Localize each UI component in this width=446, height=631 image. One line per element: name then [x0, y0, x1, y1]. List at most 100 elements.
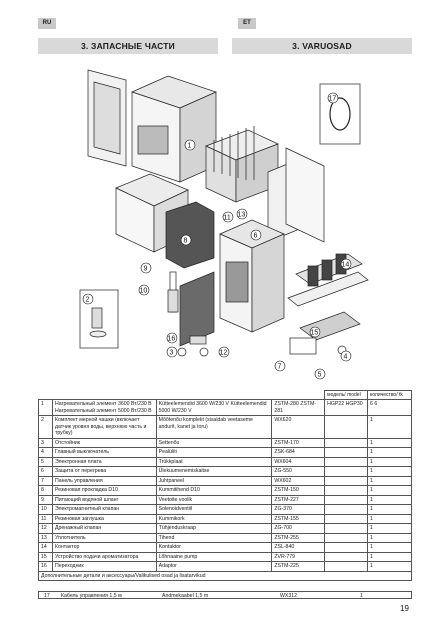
accessory-row: 17 Кабель управления 1,5 м Andmekaabel 1… [38, 591, 412, 599]
callout-7: 7 [278, 364, 282, 371]
front-panel-drawing [179, 271, 215, 347]
part-code: ZG-370 [271, 504, 326, 515]
accessory-name-et: Andmekaabel 1,5 m [162, 593, 209, 599]
callout-14: 14 [342, 262, 350, 269]
callout-17: 17 [329, 96, 337, 103]
model [324, 437, 369, 449]
header-quantity: количество/ tk [367, 389, 412, 400]
row-no: 3 [38, 437, 53, 449]
part-code: ZSTM-155 [271, 513, 326, 525]
row-no: 13 [38, 532, 53, 544]
part-code: ZG-550 [271, 466, 326, 477]
part-name-et: Trükkplaat [155, 456, 273, 468]
model [324, 485, 369, 496]
part-name-ru: Панель управления [51, 475, 157, 487]
part-code: WX620 [271, 415, 326, 439]
callout-5: 5 [318, 372, 322, 379]
quantity: 1 [367, 494, 412, 506]
part-name-ru: Главный выключатель [51, 447, 157, 458]
row-no: 9 [38, 494, 53, 506]
header-model: модель/ model [324, 389, 368, 400]
language-tag-et: ET [238, 18, 256, 29]
quantity: 1 [367, 504, 412, 515]
row-no: 12 [38, 523, 53, 534]
model [324, 456, 369, 468]
model [324, 415, 369, 439]
section-title-et: 3. VARUOSAD [232, 38, 412, 54]
row-no: 16 [38, 561, 53, 572]
part-name-ru: Переходник [51, 561, 157, 572]
row-no: 15 [38, 551, 53, 563]
part-name-ru: Уплотнитель [51, 532, 157, 544]
callout-13: 13 [238, 212, 246, 219]
row-no: 11 [38, 513, 53, 525]
part-name-et: Lõhnaaine pump [155, 551, 273, 563]
part-name-ru: Устройство подачи ароматизатора [51, 551, 157, 563]
model [324, 542, 369, 553]
part-code: ZSTM-170 [271, 437, 326, 449]
quantity: 1 [367, 485, 412, 496]
part-name-et: Kütteelemendid 3600 W/230 V Kütteelemend… [155, 399, 273, 417]
callout-11: 11 [224, 215, 231, 222]
quantity: 1 [367, 437, 412, 449]
part-name-ru: Отстойник [51, 437, 157, 449]
part-name-et: Settenõu [155, 437, 273, 449]
quantity: 1 [367, 466, 412, 477]
part-code: ZSTM-280 ZSTM-281 [271, 399, 326, 417]
part-name-ru: Резиновая заглушка [51, 513, 157, 525]
quantity: 1 [367, 523, 412, 534]
part-name-ru: Контактор [51, 542, 157, 553]
quantity: 1 [367, 415, 412, 439]
quantity: 1 [367, 542, 412, 553]
callout-12: 12 [220, 350, 228, 357]
part-name-ru: Комплект мерной чашки (включает датчик у… [51, 415, 157, 439]
part-code: ZVR-779 [271, 551, 326, 563]
quantity: 1 [367, 551, 412, 563]
part-code: ZSTM-255 [271, 532, 326, 544]
row-no: 6 [38, 466, 53, 477]
dark-panel-drawing [165, 201, 215, 269]
quantity: 1 [367, 447, 412, 458]
section-title-ru: 3. ЗАПАСНЫЕ ЧАСТИ [38, 38, 218, 54]
table-header-row: модель/ model количество/ tk [39, 389, 412, 400]
part-name-et: Veetoite voolik [155, 494, 273, 506]
part-code: WX604 [271, 456, 326, 468]
exploded-parts-diagram: 1 2 3 4 5 6 7 8 9 10 11 12 13 14 15 16 1… [79, 69, 369, 380]
part-name-ru: Защита от перегрева [51, 466, 157, 477]
model [324, 447, 369, 458]
model [324, 475, 369, 487]
row-no: 4 [38, 447, 53, 458]
part-name-et: Pealüliti [155, 447, 273, 458]
row-no: 14 [38, 542, 53, 553]
callout-4: 4 [344, 354, 348, 361]
quantity: 1 [367, 456, 412, 468]
callout-15: 15 [311, 330, 319, 337]
part-name-et: Solenoidventiil [155, 504, 273, 515]
callout-3: 3 [170, 350, 174, 357]
callout-10: 10 [140, 288, 148, 295]
language-tag-ru: RU [38, 18, 56, 29]
circuit-board-drawing [299, 311, 361, 341]
model [324, 523, 369, 534]
part-code: ZSTM-225 [271, 561, 326, 572]
part-name-et: Kontaktor [155, 542, 273, 553]
model [324, 494, 369, 506]
part-code: ZSL-840 [271, 542, 326, 553]
part-name-ru: Электромагнитный клапан [51, 504, 157, 515]
accessory-name-ru: Кабель управления 1,5 м [61, 593, 122, 599]
part-code: ZSK-684 [271, 447, 326, 458]
quantity: 1 [367, 561, 412, 572]
callout-9: 9 [144, 266, 148, 273]
part-name-ru: Нагревательный элемент 3600 Вт/230 В Наг… [51, 399, 157, 417]
part-code: ZSTM-227 [271, 494, 326, 506]
part-name-et: Mõõtenõu komplekt (sisaldab veetaseme an… [155, 415, 273, 439]
model [324, 532, 369, 544]
